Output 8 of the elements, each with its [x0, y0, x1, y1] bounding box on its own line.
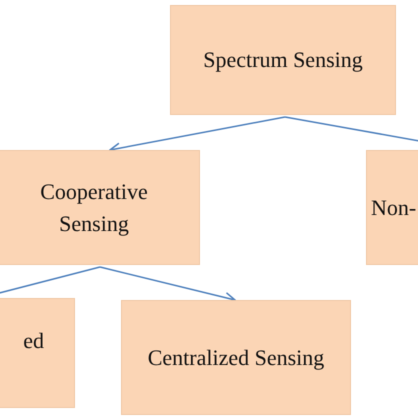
- box-label: Centralized Sensing: [148, 344, 324, 372]
- box-label: Non-: [371, 194, 416, 222]
- process-box: [121, 300, 351, 415]
- box-label: ed: [23, 326, 44, 355]
- process-box: [0, 150, 200, 265]
- box-label: Cooperative Sensing: [39, 178, 149, 238]
- box-label: Spectrum Sensing: [203, 46, 363, 74]
- process-box: [170, 5, 396, 115]
